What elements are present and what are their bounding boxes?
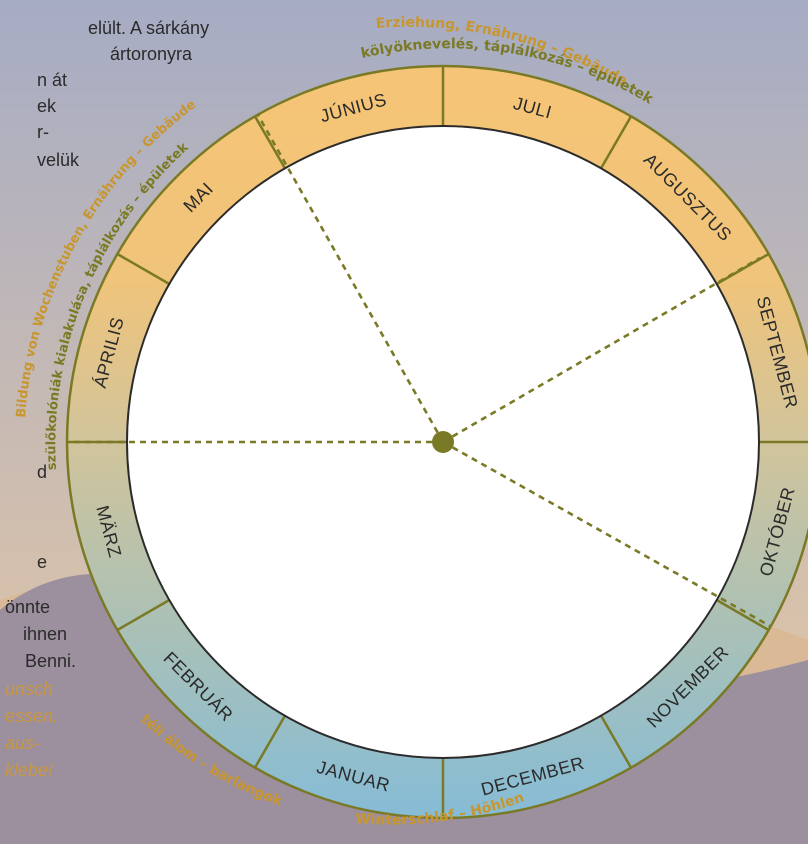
month-divider bbox=[716, 598, 770, 632]
body-line: önnte bbox=[5, 597, 51, 617]
center-dot bbox=[432, 431, 454, 453]
body-line: Benni. bbox=[25, 651, 77, 671]
body-italic-line: unsch bbox=[5, 679, 54, 699]
body-italic-line: aus- bbox=[5, 733, 41, 753]
month-divider bbox=[116, 252, 170, 286]
month-divider bbox=[253, 715, 287, 769]
body-line: ihnen bbox=[23, 624, 68, 644]
season-line-spring-summer bbox=[256, 114, 445, 443]
body-line: r- bbox=[37, 122, 49, 142]
body-line: elült. A sárkány bbox=[88, 18, 210, 38]
body-italic-line: essen. bbox=[5, 706, 59, 726]
body-italic-line: klebe! bbox=[5, 760, 54, 780]
season-lines bbox=[68, 114, 771, 628]
body-line: n át bbox=[37, 70, 68, 90]
body-line: velük bbox=[37, 150, 80, 170]
season-line-autumn-winter bbox=[442, 440, 771, 628]
month-divider bbox=[116, 598, 170, 632]
body-line: ek bbox=[37, 96, 57, 116]
month-divider bbox=[253, 115, 287, 169]
month-divider bbox=[599, 715, 633, 769]
body-line: ártoronyra bbox=[110, 44, 193, 64]
body-line: e bbox=[37, 552, 48, 572]
month-divider bbox=[599, 115, 633, 169]
body-line: d bbox=[37, 462, 48, 482]
